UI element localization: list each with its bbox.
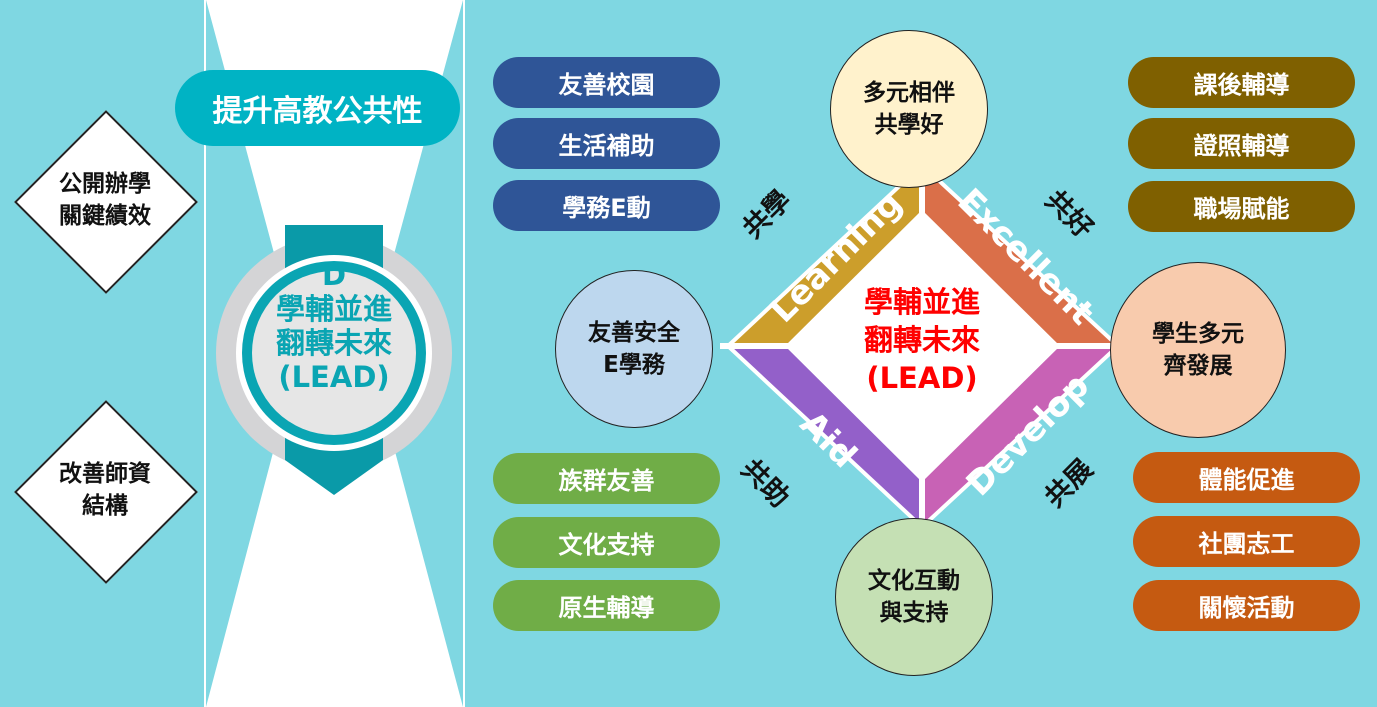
circle-bottom: 文化互動與支持 bbox=[835, 518, 993, 676]
pill-brown-3: 職場賦能 bbox=[1128, 181, 1355, 232]
circle-right: 學生多元齊發展 bbox=[1110, 262, 1286, 438]
pill-orange-2: 社團志工 bbox=[1133, 516, 1360, 567]
pill-green-1: 族群友善 bbox=[493, 453, 720, 504]
pill-orange-3: 關懷活動 bbox=[1133, 580, 1360, 631]
pill-blue-3: 學務E動 bbox=[493, 180, 720, 231]
kpi-text-2: 改善師資結構 bbox=[59, 461, 151, 519]
pill-green-2: 文化支持 bbox=[493, 517, 720, 568]
circle-top: 多元相伴共學好 bbox=[830, 30, 988, 188]
pill-orange-1: 體能促進 bbox=[1133, 452, 1360, 503]
divider-left bbox=[204, 0, 206, 707]
pill-blue-2: 生活補助 bbox=[493, 118, 720, 169]
pill-brown-1: 課後輔導 bbox=[1128, 57, 1355, 108]
pill-blue-1: 友善校園 bbox=[493, 57, 720, 108]
lead-badge bbox=[216, 225, 452, 495]
divider-right bbox=[463, 0, 465, 707]
center-title: 學輔並進翻轉未來(LEAD) bbox=[863, 285, 980, 395]
pill-brown-2: 證照輔導 bbox=[1128, 118, 1355, 169]
kpi-text-1: 公開辦學關鍵績效 bbox=[59, 171, 151, 229]
public-higher-ed-banner: 提升高教公共性 bbox=[175, 70, 460, 146]
pill-green-3: 原生輔導 bbox=[493, 580, 720, 631]
